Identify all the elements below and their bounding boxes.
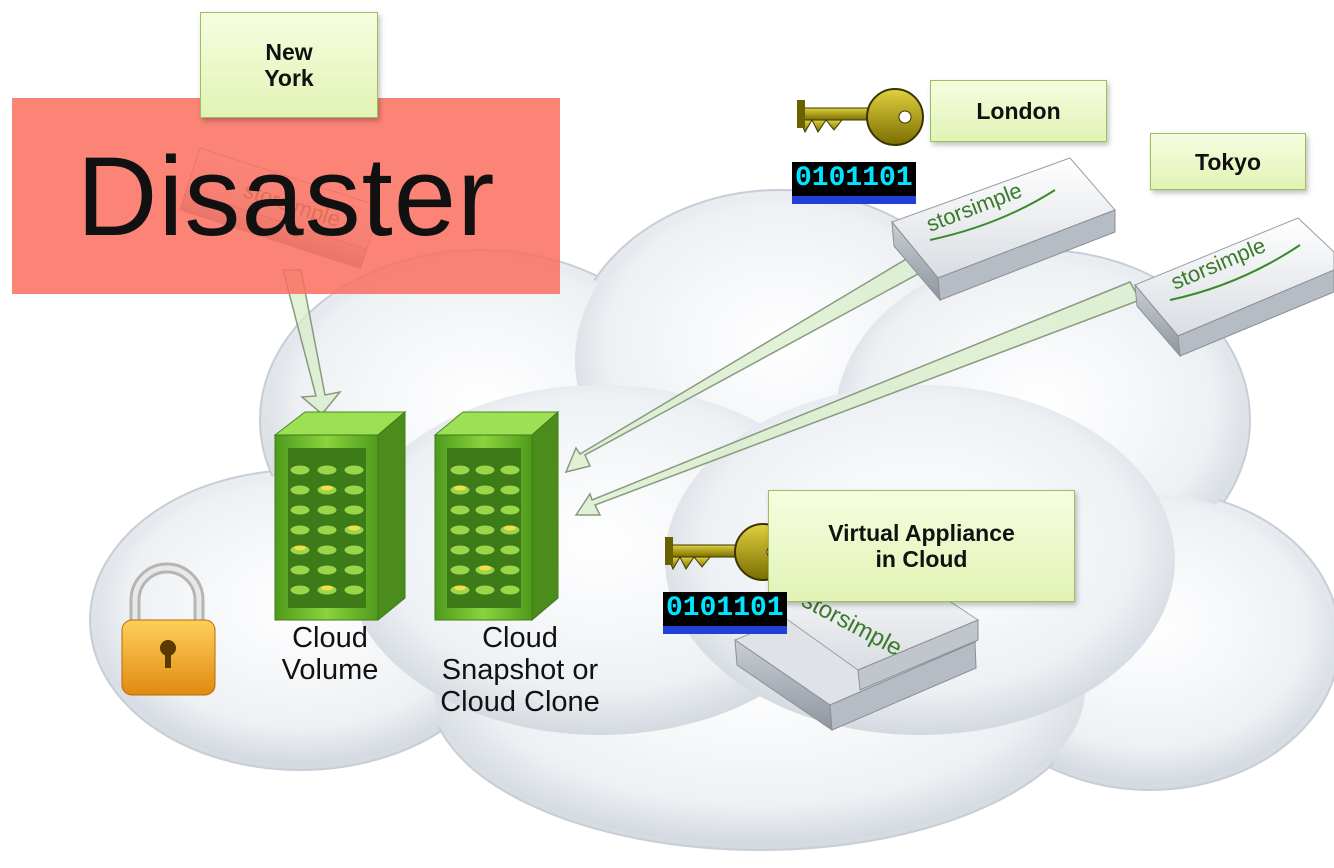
caption-cloud-snapshot: Cloud Snapshot or Cloud Clone [440,622,600,718]
arrow-tokyo-to-snapshot [574,281,1142,516]
key-icon-london [797,88,924,146]
disaster-label: Disaster [76,133,496,259]
label-new-york: New York [200,12,378,118]
binary-code-virtual: 0101101 [663,592,787,634]
appliance-icon-london: storsimple [891,157,1116,302]
label-london: London [930,80,1107,142]
storage-array-icon-volume [273,410,407,622]
label-tokyo: Tokyo [1150,133,1306,190]
binary-code-london: 0101101 [792,162,916,204]
arrow-london-to-snapshot [564,251,942,474]
caption-cloud-volume: Cloud Volume [281,622,379,686]
appliance-icon-virtual: storsimple [733,554,980,732]
disaster-banner: Disaster [12,98,560,294]
label-virtual-appliance: Virtual Appliance in Cloud [768,490,1075,602]
padlock-icon [121,562,216,696]
appliance-icon-tokyo: storsimple [1134,217,1334,358]
storage-array-icon-snapshot [433,410,560,622]
